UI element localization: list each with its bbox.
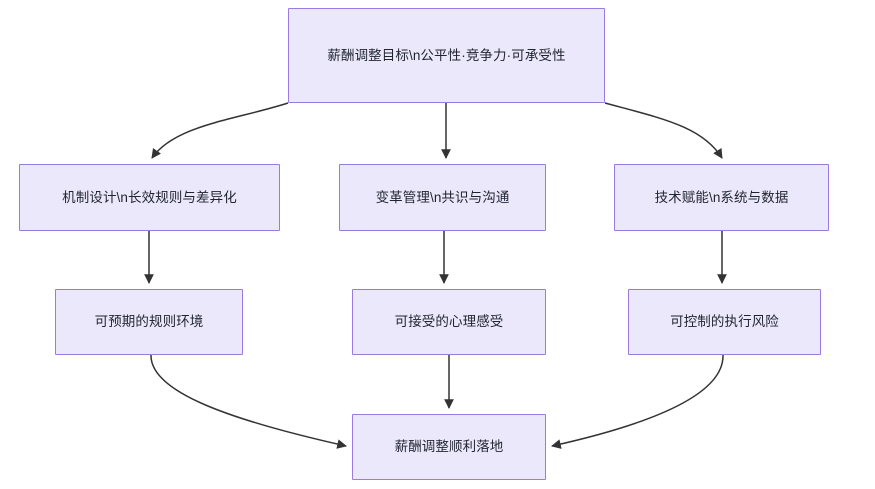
edge-goal-to-tech xyxy=(604,102,723,159)
node-predictable-rules-environment-label: 可预期的规则环境 xyxy=(94,314,204,330)
node-predictable-rules-environment[interactable]: 可预期的规则环境 xyxy=(55,289,243,355)
node-acceptable-psychological-experience[interactable]: 可接受的心理感受 xyxy=(352,289,546,355)
node-technology-enablement-label: 技术赋能\n系统与数据 xyxy=(654,189,789,205)
edge-rules-env-to-landing xyxy=(150,354,347,449)
node-mechanism-design[interactable]: 机制设计\n长效规则与差异化 xyxy=(19,164,280,231)
edge-risk-to-landing xyxy=(551,354,724,449)
node-change-management-label: 变革管理\n共识与沟通 xyxy=(375,189,510,205)
node-goal[interactable]: 薪酬调整目标\n公平性·竞争力·可承受性 xyxy=(288,8,605,103)
node-successful-landing-label: 薪酬调整顺利落地 xyxy=(394,439,504,455)
node-controllable-execution-risk[interactable]: 可控制的执行风险 xyxy=(628,289,821,355)
node-successful-landing[interactable]: 薪酬调整顺利落地 xyxy=(352,414,546,480)
node-technology-enablement[interactable]: 技术赋能\n系统与数据 xyxy=(614,164,829,231)
node-acceptable-psychological-experience-label: 可接受的心理感受 xyxy=(394,314,504,330)
node-change-management[interactable]: 变革管理\n共识与沟通 xyxy=(339,164,546,231)
node-mechanism-design-label: 机制设计\n长效规则与差异化 xyxy=(62,189,237,205)
edge-goal-to-mechanism xyxy=(151,102,289,159)
node-controllable-execution-risk-label: 可控制的执行风险 xyxy=(670,314,779,330)
node-goal-label: 薪酬调整目标\n公平性·竞争力·可承受性 xyxy=(327,47,566,63)
